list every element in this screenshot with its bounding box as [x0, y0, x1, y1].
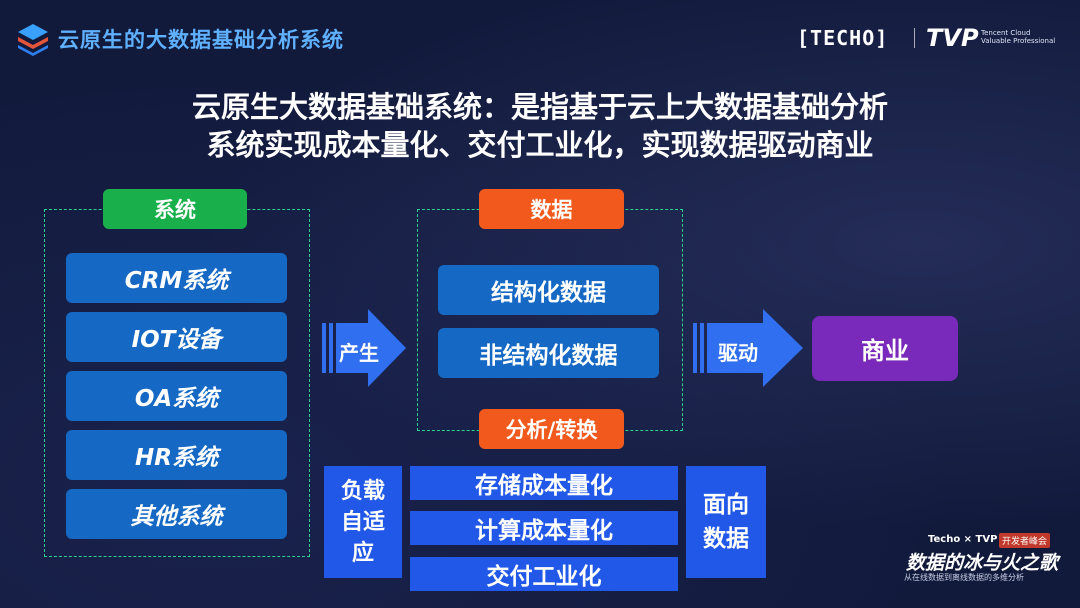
- layers-logo-icon: [18, 24, 48, 56]
- event-title: 数据的冰与火之歌: [906, 552, 1059, 574]
- produce-arrow-icon: [322, 309, 406, 387]
- event-badge: 开发者峰会: [999, 533, 1051, 548]
- tvp-logo: TVP: [926, 24, 979, 52]
- system-item-iot: IOT设备: [66, 312, 287, 362]
- drive-label: 驱动: [718, 341, 758, 365]
- produce-label: 产生: [339, 341, 379, 365]
- compute-cost-bar: 计算成本量化: [410, 511, 678, 545]
- systems-tag: 系统: [103, 189, 247, 229]
- system-item-other: 其他系统: [66, 489, 287, 539]
- page-title: 云原生的大数据基础分析系统: [58, 28, 344, 52]
- data-item-unstructured: 非结构化数据: [438, 328, 659, 378]
- load-adaptive-box: 负载 自适 应: [324, 466, 402, 578]
- event-subtitle: 从在线数据到离线数据的多维分析: [904, 573, 1024, 582]
- tvp-subtitle: Tencent Cloud Valuable Professional: [981, 29, 1056, 45]
- data-group-border: [417, 209, 683, 431]
- data-item-structured: 结构化数据: [438, 265, 659, 315]
- storage-cost-bar: 存储成本量化: [410, 466, 678, 500]
- analysis-tag: 分析/转换: [479, 409, 624, 449]
- headline-line-1: 云原生大数据基础系统：是指基于云上大数据基础分析: [191, 90, 888, 124]
- data-tag: 数据: [479, 189, 624, 229]
- techo-logo: [TECHO]: [797, 26, 889, 50]
- event-tag: Techo × TVP: [928, 534, 998, 545]
- business-box: 商业: [812, 316, 958, 381]
- system-item-hr: HR系统: [66, 430, 287, 480]
- headline: 云原生大数据基础系统：是指基于云上大数据基础分析 系统实现成本量化、交付工业化，…: [0, 88, 1080, 164]
- system-item-crm: CRM系统: [66, 253, 287, 303]
- delivery-industrial-bar: 交付工业化: [410, 557, 678, 591]
- drive-arrow-icon: [693, 309, 803, 387]
- data-oriented-box: 面向 数据: [686, 466, 766, 578]
- headline-line-2: 系统实现成本量化、交付工业化，实现数据驱动商业: [206, 128, 874, 162]
- system-item-oa: OA系统: [66, 371, 287, 421]
- brand-divider: [914, 28, 915, 48]
